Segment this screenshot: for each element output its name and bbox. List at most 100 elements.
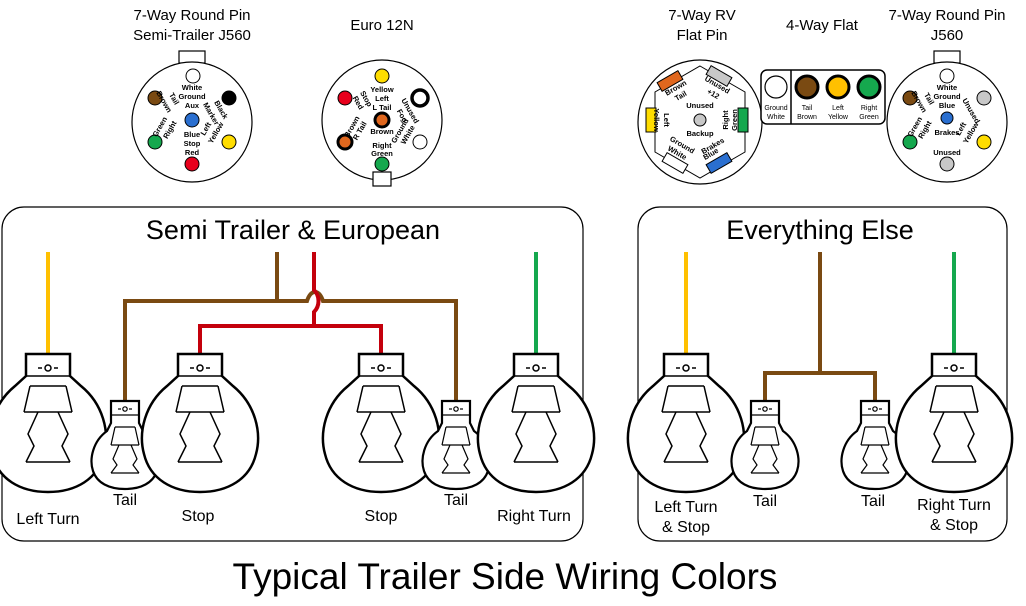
- semi-label-aux: Aux: [185, 101, 200, 110]
- flat4-body: [760, 69, 886, 125]
- round-pin-gray-top: [976, 90, 992, 106]
- euro-pin-red: [337, 90, 353, 106]
- flat4-title: 4-Way Flat: [786, 17, 859, 34]
- flat4-pin-1-label-line2: White: [767, 114, 785, 121]
- label-left-turn-stop-line1: Left Turn: [654, 499, 717, 516]
- rv-label-yellow: Yellow: [652, 108, 661, 132]
- panel-semi-european-frame: [1, 206, 584, 542]
- label-tail-3: Tail: [753, 493, 777, 510]
- semi-label-red: Red: [185, 148, 200, 157]
- wire-stop-red: [198, 252, 383, 354]
- label-left-turn-stop-line2: & Stop: [662, 519, 710, 536]
- label-right-turn-stop-line2: & Stop: [930, 517, 978, 534]
- round-pin-green: [902, 134, 918, 150]
- round-pin-white: [939, 68, 955, 84]
- label-tail-1: Tail: [113, 492, 137, 509]
- round-pin-yellow: [976, 134, 992, 150]
- semi-pin-red: [184, 156, 200, 172]
- semi-pin-brown: [147, 90, 163, 106]
- semi-pin-yellow: [221, 134, 237, 150]
- panel-everything-else: Everything Else Left Turn & Stop Tail Ta…: [626, 206, 1014, 542]
- round-j560-title-line1: 7-Way Round Pin: [889, 7, 1006, 24]
- semi-label-ground: Ground: [178, 92, 205, 101]
- round-pin-brown: [902, 90, 918, 106]
- semi-j560-key-tab: [178, 50, 206, 64]
- euro-pin-black-ring: [410, 88, 430, 108]
- flat4-pin-1-label-line1: Ground: [764, 105, 787, 112]
- flat4-pin-4-label-line2: Green: [859, 114, 879, 121]
- euro-12n-title: Euro 12N: [350, 17, 413, 34]
- euro-label-yellow: Yellow: [370, 85, 394, 94]
- rv-blade-white: [661, 151, 689, 175]
- round-label-white: White: [937, 83, 957, 92]
- semi-label-blue: Blue: [184, 130, 200, 139]
- flat4-pin-2-label-line2: Brown: [797, 114, 817, 121]
- euro-label-brown: Brown: [370, 127, 394, 136]
- connector-semi-j560: 7-Way Round Pin Semi-Trailer J560 White …: [131, 7, 253, 183]
- panel-semi-european-title: Semi Trailer & European: [146, 215, 440, 245]
- connector-rv-flat: 7-Way RV Flat Pin Unused Backup Brown Ta…: [637, 7, 763, 185]
- rv-label-unused-center: Unused: [686, 101, 714, 110]
- round-pin-blue: [940, 111, 954, 125]
- euro-label-ltail: L Tail: [373, 103, 392, 112]
- main-title: Typical Trailer Side Wiring Colors: [233, 556, 778, 597]
- semi-pin-white: [185, 68, 201, 84]
- round-label-unused-bottom: Unused: [933, 148, 961, 157]
- round-label-ground: Ground: [933, 92, 960, 101]
- label-tail-2: Tail: [444, 492, 468, 509]
- semi-j560-title-line1: 7-Way Round Pin: [134, 7, 251, 24]
- rv-pin-center: [693, 113, 707, 127]
- euro-pin-green: [374, 156, 390, 172]
- rv-flat-title-line2: Flat Pin: [677, 27, 728, 44]
- rv-label-right: Right: [721, 110, 730, 130]
- semi-label-stop: Stop: [184, 139, 201, 148]
- panel-semi-european: Semi Trailer & European Left Turn Tail S…: [0, 206, 596, 542]
- rv-blade-gray: [705, 64, 733, 88]
- flat4-pin-3-label-line2: Yellow: [828, 114, 849, 121]
- round-pin-gray-bottom: [939, 156, 955, 172]
- flat4-pin-3: [825, 74, 851, 100]
- round-label-blue: Blue: [939, 101, 955, 110]
- euro-pin-rtail-ring: [336, 133, 354, 151]
- round-j560-key-tab: [933, 50, 961, 64]
- rv-blade-brown: [656, 69, 684, 93]
- connector-euro-12n: Euro 12N Yellow Left L Tail Brown Right …: [321, 17, 443, 187]
- flat4-pin-1: [764, 75, 788, 99]
- flat4-pin-4: [856, 74, 882, 100]
- rv-label-left: Left: [662, 113, 671, 127]
- label-tail-4: Tail: [861, 493, 885, 510]
- euro-pin-white: [412, 134, 428, 150]
- label-left-turn: Left Turn: [16, 511, 79, 528]
- round-label-brakes: Brakes: [934, 128, 959, 137]
- flat4-pin-2: [794, 74, 820, 100]
- flat4-pin-2-label-line1: Tail: [802, 105, 813, 112]
- rv-blade-yellow: [645, 107, 657, 133]
- euro-label-left: Left: [375, 94, 389, 103]
- label-stop-1: Stop: [182, 508, 215, 525]
- semi-pin-green: [147, 134, 163, 150]
- panel-everything-else-title: Everything Else: [726, 215, 914, 245]
- label-right-turn-stop-line1: Right Turn: [917, 497, 991, 514]
- euro-label-green: Green: [371, 149, 393, 158]
- euro-label-right: Right: [372, 141, 392, 150]
- flat4-pin-4-label-line1: Right: [861, 105, 877, 112]
- connector-round-j560: 7-Way Round Pin J560 White Ground Blue B…: [886, 7, 1008, 183]
- label-right-turn: Right Turn: [497, 508, 571, 525]
- euro-pin-ltail-ring: [373, 111, 391, 129]
- round-j560-title-line2: J560: [931, 27, 964, 44]
- rv-blade-blue: [705, 151, 733, 175]
- label-stop-2: Stop: [365, 508, 398, 525]
- rv-label-green: Green: [730, 109, 739, 131]
- rv-flat-title-line1: 7-Way RV: [668, 7, 736, 24]
- semi-pin-black: [221, 90, 237, 106]
- wire-tail-brown-right: [763, 252, 877, 401]
- flat4-pin-3-label-line1: Left: [832, 105, 844, 112]
- semi-pin-blue: [184, 112, 200, 128]
- euro-pin-yellow: [374, 68, 390, 84]
- semi-j560-title-line2: Semi-Trailer J560: [133, 27, 251, 44]
- rv-blade-green: [737, 107, 749, 133]
